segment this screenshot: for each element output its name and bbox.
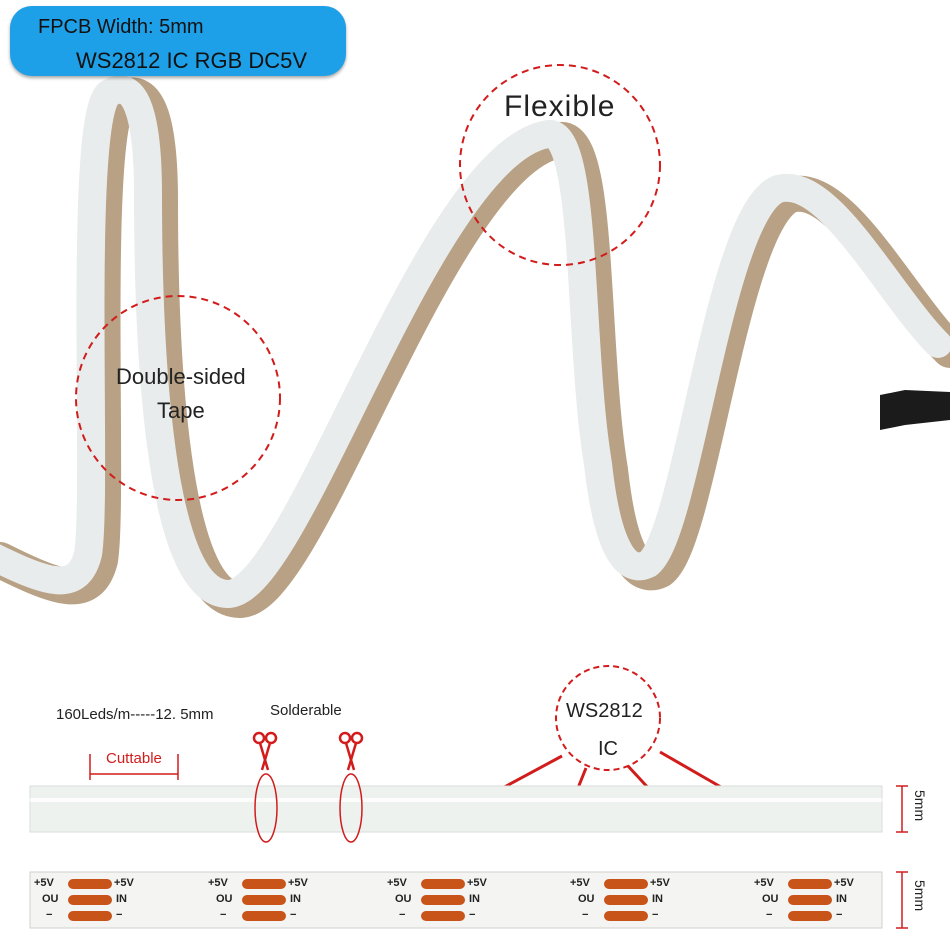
pad-label: − bbox=[220, 909, 227, 921]
tape-label-2: Tape bbox=[157, 398, 205, 423]
connector-plug bbox=[880, 390, 950, 430]
pad-label: OU bbox=[578, 893, 595, 905]
pad-label: − bbox=[290, 909, 297, 921]
pad-label: IN bbox=[469, 893, 480, 905]
pad-label: IN bbox=[116, 893, 127, 905]
pad-label: +5V bbox=[650, 877, 670, 889]
pad-label: − bbox=[652, 909, 659, 921]
flexible-label: Flexible bbox=[504, 90, 616, 123]
diffused-strip bbox=[29, 785, 883, 833]
led-density-label: 160Leds/m-----12. 5mm bbox=[56, 706, 214, 723]
pad-label: +5V bbox=[114, 877, 134, 889]
tape-circle bbox=[75, 295, 281, 501]
badge-width: FPCB Width: 5mm bbox=[38, 16, 204, 38]
pad-label: OU bbox=[762, 893, 779, 905]
ic-label-2: IC bbox=[598, 738, 618, 760]
pad-label: IN bbox=[836, 893, 847, 905]
pad-label: − bbox=[582, 909, 589, 921]
cuttable-label: Cuttable bbox=[106, 750, 162, 767]
pad-label: − bbox=[766, 909, 773, 921]
pad-label: − bbox=[469, 909, 476, 921]
pad-label: OU bbox=[395, 893, 412, 905]
pad-label: +5V bbox=[570, 877, 590, 889]
pad-label: IN bbox=[290, 893, 301, 905]
pad-label: +5V bbox=[288, 877, 308, 889]
pad-label: OU bbox=[216, 893, 233, 905]
solderable-label: Solderable bbox=[270, 702, 342, 719]
width-dimension-bottom: 5mm bbox=[912, 880, 928, 912]
pads bbox=[68, 879, 832, 921]
pad-label: IN bbox=[652, 893, 663, 905]
scissors-icon bbox=[252, 731, 278, 771]
spec-badge: FPCB Width: 5mm WS2812 IC RGB DC5V bbox=[10, 6, 346, 76]
pad-label: +5V bbox=[834, 877, 854, 889]
pad-label: +5V bbox=[754, 877, 774, 889]
pad-label: +5V bbox=[208, 877, 228, 889]
pad-label: − bbox=[116, 909, 123, 921]
pad-label: OU bbox=[42, 893, 59, 905]
scissors-icon bbox=[338, 731, 364, 771]
width-dimension-top: 5mm bbox=[912, 790, 928, 822]
badge-model: WS2812 IC RGB DC5V bbox=[76, 48, 308, 73]
pad-label: +5V bbox=[34, 877, 54, 889]
pad-label: − bbox=[46, 909, 53, 921]
flexible-circle bbox=[459, 64, 661, 266]
ic-label-1: WS2812 bbox=[566, 700, 643, 722]
ic-circle bbox=[555, 665, 661, 771]
pad-label: − bbox=[399, 909, 406, 921]
pad-label: +5V bbox=[387, 877, 407, 889]
tape-label-1: Double-sided bbox=[116, 364, 246, 389]
led-strip-body bbox=[0, 75, 950, 609]
pad-label: − bbox=[836, 909, 843, 921]
pad-label: +5V bbox=[467, 877, 487, 889]
